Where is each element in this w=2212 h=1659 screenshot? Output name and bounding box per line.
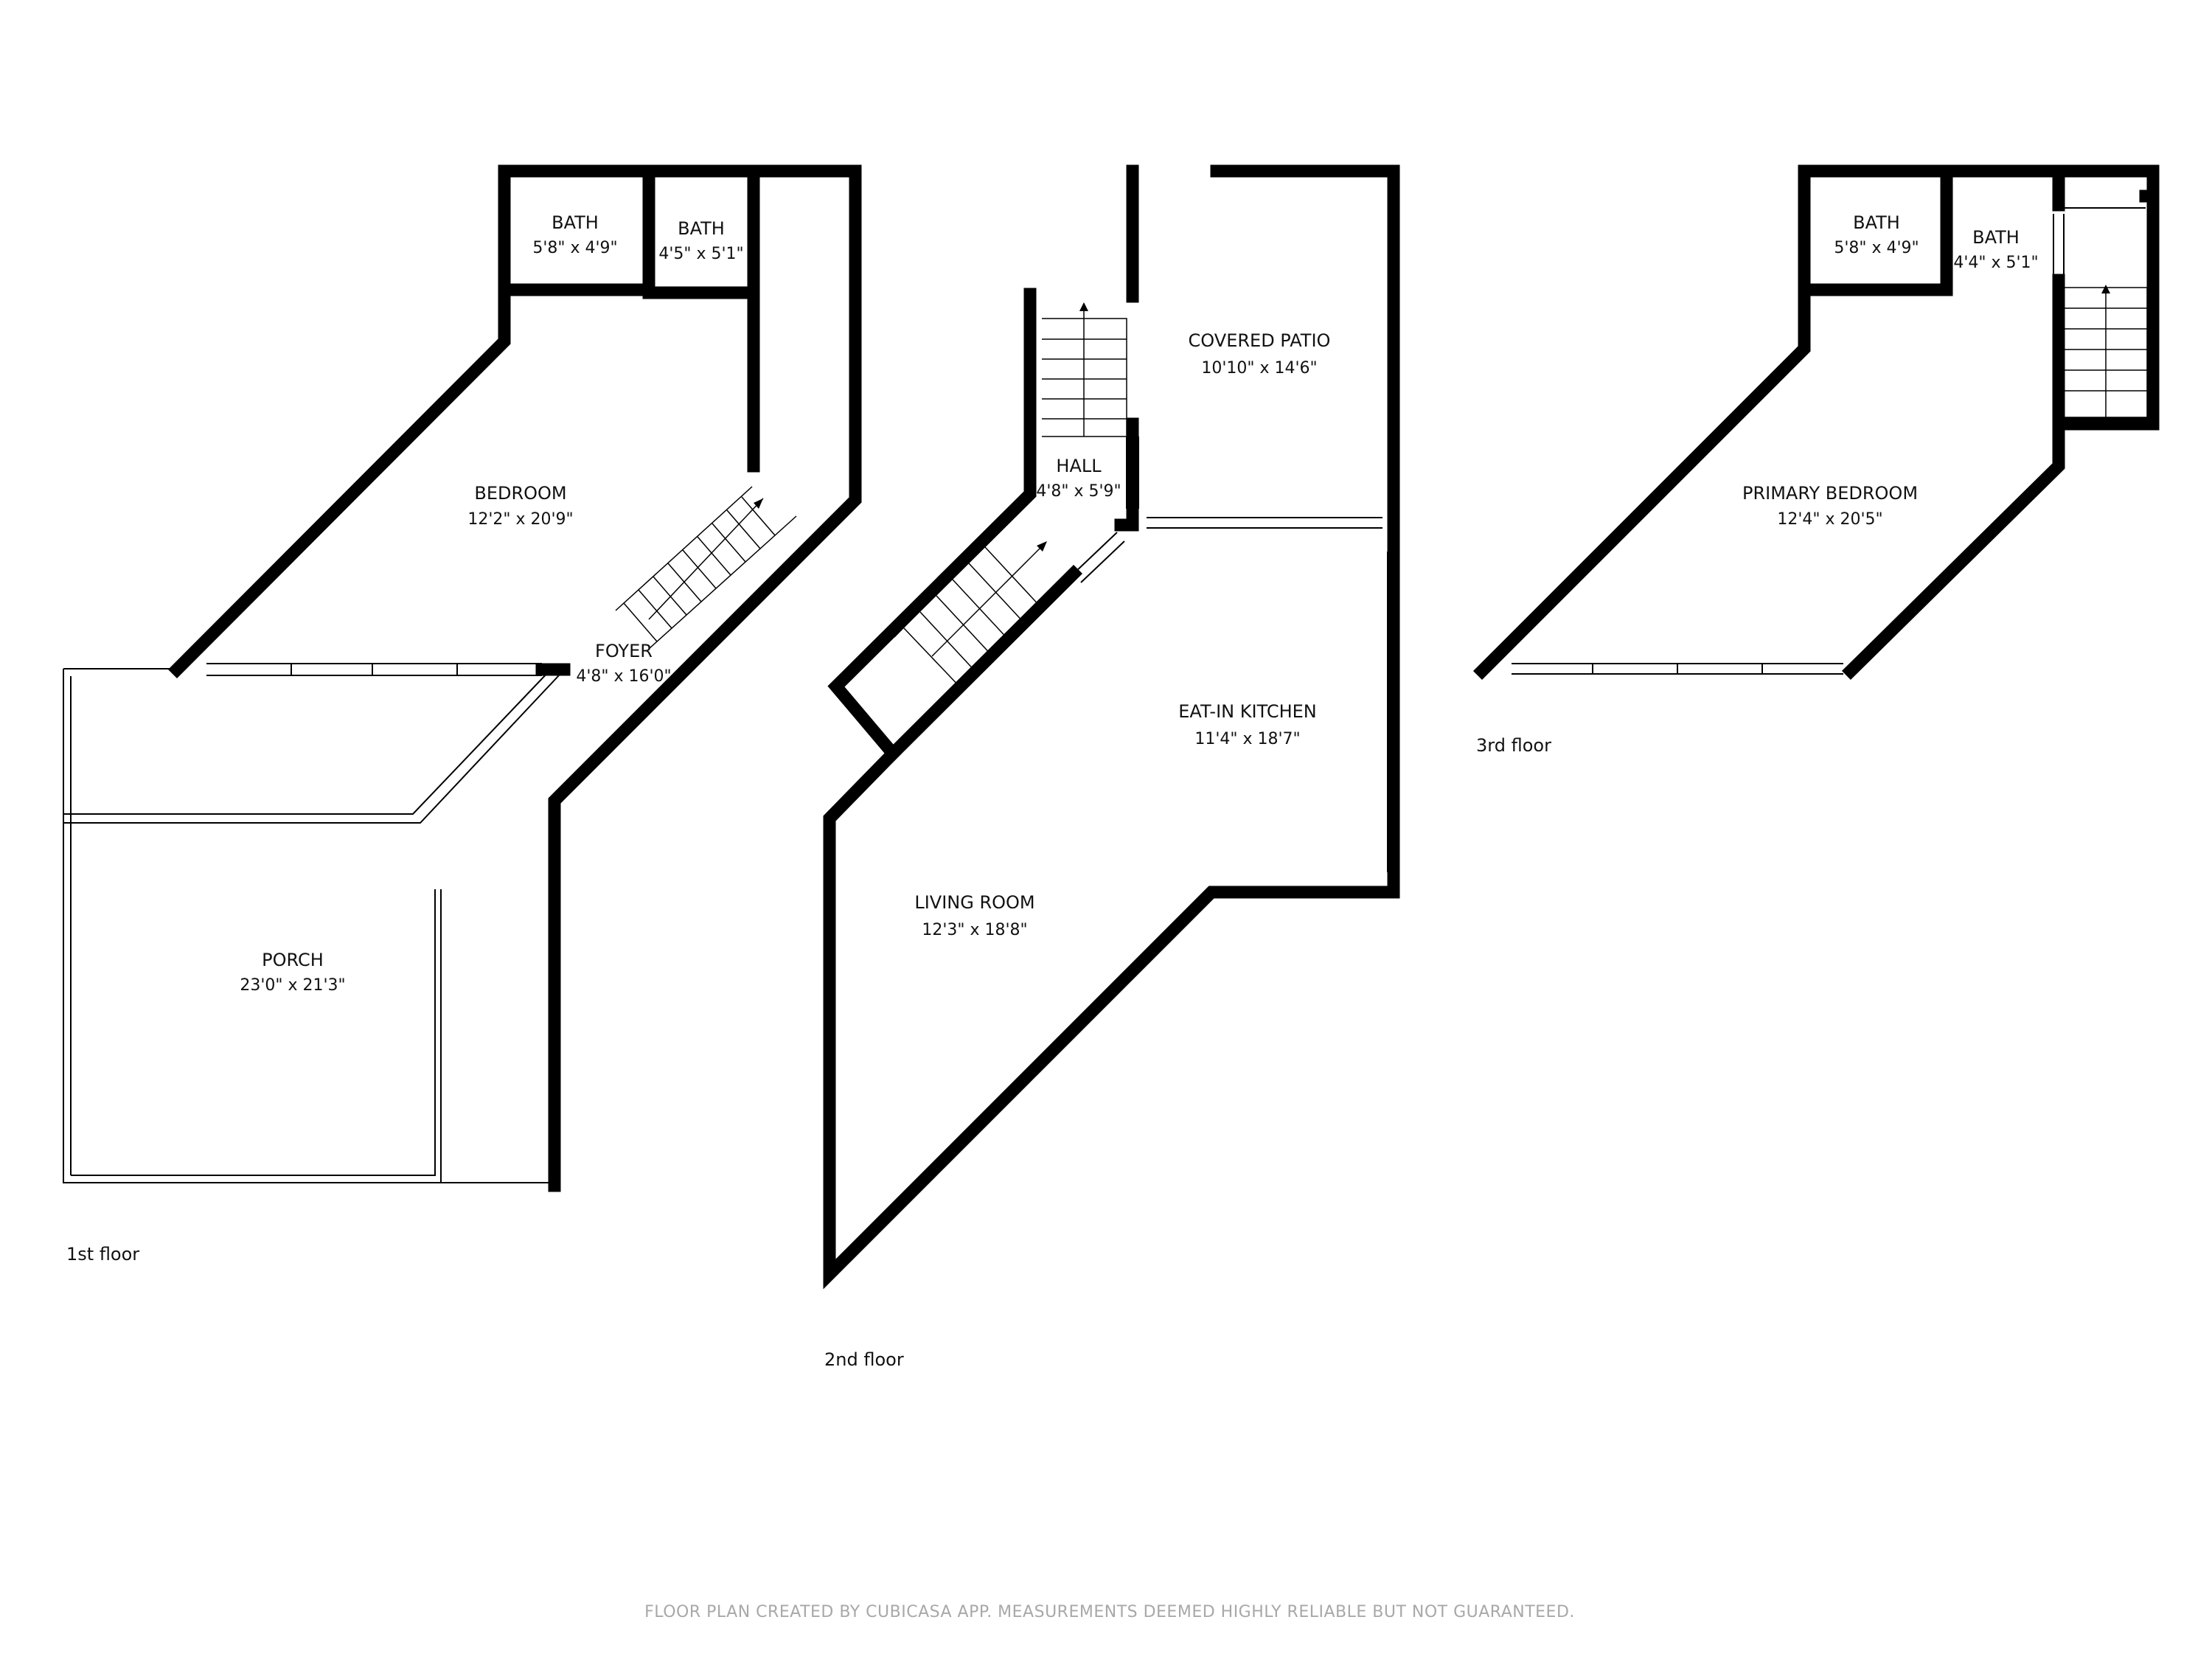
room-dims-hall: 4'8" x 5'9" (1036, 482, 1121, 501)
second-floor-windows (824, 437, 1399, 1246)
room-name-living-room: LIVING ROOM (914, 892, 1034, 913)
room-name-eat-in-kitchen: EAT-IN KITCHEN (1178, 701, 1317, 722)
room-name-bedroom: BEDROOM (474, 483, 566, 504)
room-dims-primary-bedroom: 12'4" x 20'5" (1777, 510, 1882, 529)
room-name-bath-4: BATH (1972, 227, 2020, 248)
room-dims-bath-2: 4'5" x 5'1" (658, 245, 743, 263)
room-dims-bedroom: 12'2" x 20'9" (467, 510, 573, 529)
room-name-covered-patio: COVERED PATIO (1189, 330, 1331, 351)
room-name-hall: HALL (1056, 456, 1102, 476)
room-name-bath-1: BATH (552, 212, 599, 233)
room-dims-foyer: 4'8" x 16'0" (576, 667, 671, 686)
second-floor-stairs (894, 302, 1127, 700)
porch-outline (63, 668, 560, 1183)
room-dims-bath-3: 5'8" x 4'9" (1834, 239, 1919, 257)
third-floor-walls (1472, 164, 2160, 681)
first-floor-stairs (615, 486, 797, 650)
room-dims-bath-4: 4'4" x 5'1" (1953, 254, 2038, 272)
room-dims-living-room: 12'3" x 18'8" (922, 921, 1027, 939)
room-dims-covered-patio: 10'10" x 14'6" (1201, 359, 1317, 378)
room-name-porch: PORCH (262, 950, 324, 970)
room-dims-porch: 23'0" x 21'3" (240, 976, 345, 995)
third-floor-windows (1512, 207, 2146, 675)
floor-label-3rd: 3rd floor (1476, 735, 1551, 756)
room-name-bath-3: BATH (1853, 212, 1900, 233)
room-name-bath-2: BATH (678, 218, 725, 239)
second-floor-walls (823, 164, 1400, 1290)
second-floor-plan: HALL 4'8" x 5'9" COVERED PATIO 10'10" x … (823, 164, 1400, 1370)
room-dims-bath-1: 5'8" x 4'9" (532, 239, 617, 257)
bedroom-window-strip (206, 663, 542, 676)
room-dims-eat-in-kitchen: 11'4" x 18'7" (1194, 730, 1300, 748)
floor-label-1st: 1st floor (66, 1244, 139, 1265)
third-floor-stairs (2065, 285, 2148, 418)
first-floor-plan: BATH 5'8" x 4'9" BATH 4'5" x 5'1" BEDROO… (63, 164, 862, 1265)
floor-label-2nd: 2nd floor (824, 1349, 904, 1370)
room-name-primary-bedroom: PRIMARY BEDROOM (1742, 483, 1918, 504)
room-name-foyer: FOYER (595, 641, 653, 661)
disclaimer-text: FLOOR PLAN CREATED BY CUBICASA APP. MEAS… (644, 1603, 1575, 1621)
first-floor-walls (167, 164, 862, 1192)
third-floor-plan: BATH 5'8" x 4'9" BATH 4'4" x 5'1" PRIMAR… (1472, 164, 2160, 756)
